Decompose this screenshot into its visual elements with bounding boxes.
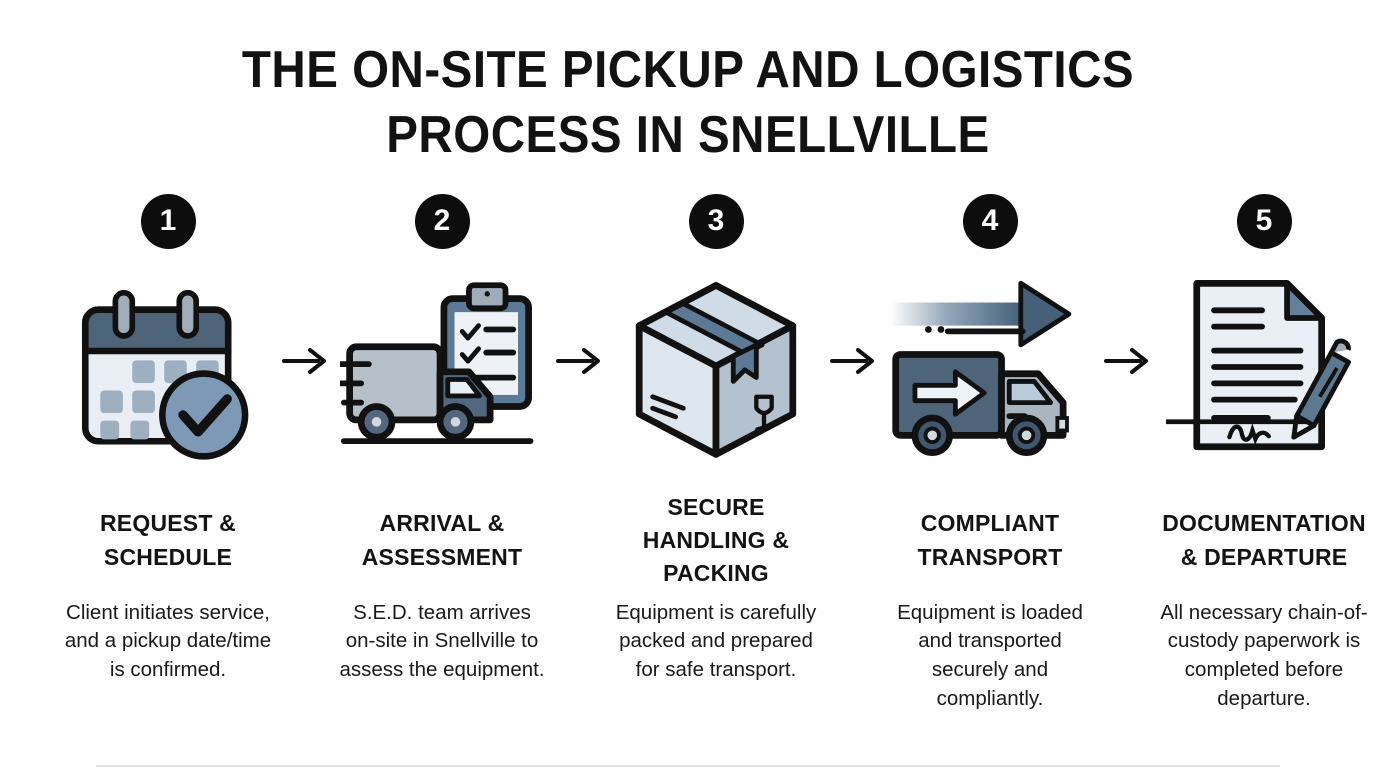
truck-clipboard-icon xyxy=(340,271,544,463)
page-title: THE ON-SITE PICKUP AND LOGISTICS PROCESS… xyxy=(241,41,1135,164)
right-arrow-icon xyxy=(556,347,600,374)
step-heading: REQUEST & SCHEDULE xyxy=(100,510,236,570)
right-arrow-icon xyxy=(1104,347,1148,374)
right-arrow-icon xyxy=(830,347,874,374)
arrow-gap-2 xyxy=(556,346,602,376)
step-description: Equipment is loaded and transported secu… xyxy=(897,600,1083,710)
step-secure-handling: 3 xyxy=(602,193,830,685)
signed-document-icon xyxy=(1166,271,1362,463)
step-number-badge: 4 xyxy=(962,193,1018,249)
step-description: S.E.D. team arrives on-site in Snellvill… xyxy=(339,600,545,681)
step-number-badge: 2 xyxy=(414,193,470,249)
step-number-badge: 5 xyxy=(1236,193,1292,249)
step-description: All necessary chain-of- custody paperwor… xyxy=(1160,600,1368,710)
transport-truck-icon xyxy=(888,271,1092,463)
right-arrow-icon xyxy=(282,347,326,374)
step-heading: SECURE HANDLING & PACKING xyxy=(642,493,790,587)
arrow-gap-1 xyxy=(282,346,328,376)
step-compliant-transport: 4 xyxy=(876,193,1104,714)
packing-box-icon xyxy=(620,271,812,463)
calendar-check-icon xyxy=(74,271,262,463)
step-description: Equipment is carefully packed and prepar… xyxy=(615,600,817,681)
step-heading: COMPLIANT TRANSPORT xyxy=(917,510,1063,570)
step-documentation-departure: 5 xyxy=(1150,193,1376,714)
step-heading: DOCUMENTATION & DEPARTURE xyxy=(1162,510,1366,570)
arrow-gap-3 xyxy=(830,346,876,376)
bottom-hairline xyxy=(96,765,1280,767)
step-heading: ARRIVAL & ASSESSMENT xyxy=(361,510,523,570)
arrow-gap-4 xyxy=(1104,346,1150,376)
step-number-badge: 1 xyxy=(140,193,196,249)
step-arrival-assessment: 2 xyxy=(328,193,556,685)
step-number-badge: 3 xyxy=(688,193,744,249)
step-request-schedule: 1 xyxy=(54,193,282,685)
process-steps-row: 1 xyxy=(0,193,1376,714)
step-description: Client initiates service, and a pickup d… xyxy=(64,600,272,681)
